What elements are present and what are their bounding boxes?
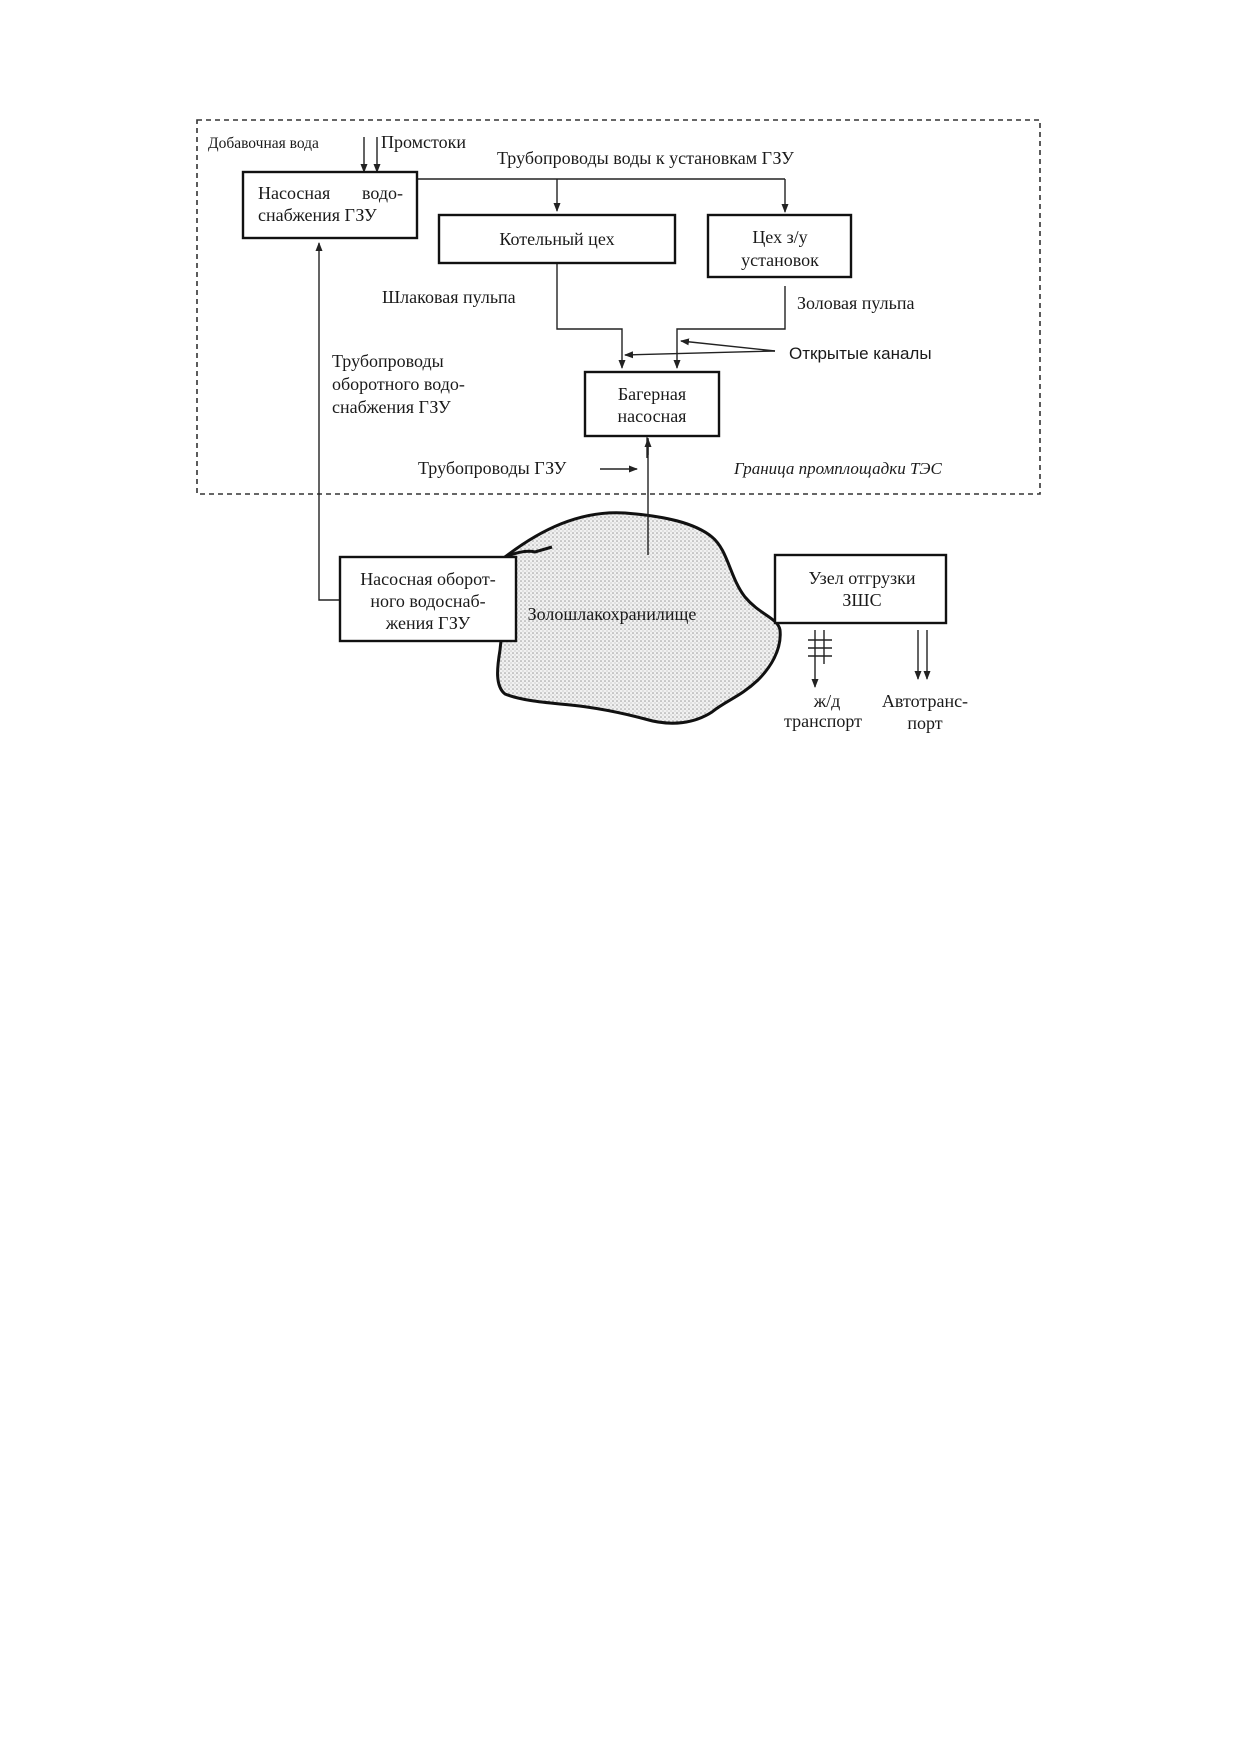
makeup-water-label: Добавочная вода bbox=[208, 135, 319, 152]
slurry-pump-text-2: насосная bbox=[618, 406, 687, 426]
pump-supply-box bbox=[241, 170, 419, 240]
ash-pulp-line bbox=[673, 286, 786, 369]
road-label-1: Автотранс- bbox=[882, 691, 968, 711]
pump-supply-text-1: Насосная bbox=[258, 183, 330, 203]
return-pipes-text-2: оборотного водо- bbox=[332, 374, 465, 394]
slurry-pump-text-1: Багерная bbox=[618, 384, 686, 404]
slurry-pump-box bbox=[583, 370, 721, 438]
pump-supply-text-2: снабжения ГЗУ bbox=[258, 205, 377, 225]
boiler-shop-text: Котельный цех bbox=[499, 229, 614, 249]
ash-pulp-label: Золовая пульпа bbox=[797, 293, 914, 313]
return-pipes-text-1: Трубопроводы bbox=[332, 351, 444, 371]
return-pump-text-3: жения ГЗУ bbox=[385, 613, 471, 633]
water-pipes-label: Трубопроводы воды к установкам ГЗУ bbox=[497, 148, 794, 168]
slag-pulp-line bbox=[556, 263, 626, 369]
open-channel-arrow-1 bbox=[624, 350, 776, 359]
return-pipes-text-3: снабжения ГЗУ bbox=[332, 397, 451, 417]
loading-text-1: Узел отгрузки bbox=[808, 568, 915, 588]
return-pump-text-1: Насосная оборот- bbox=[360, 569, 496, 589]
loading-box bbox=[773, 553, 948, 625]
drains-label: Промстоки bbox=[381, 132, 466, 152]
open-channels-label: Открытые каналы bbox=[789, 344, 932, 363]
boiler-shop-box bbox=[437, 213, 677, 265]
rail-label-1: ж/д bbox=[813, 691, 841, 711]
storage-area bbox=[496, 511, 782, 725]
storage-label: Золошлакохранилище bbox=[528, 604, 697, 624]
ash-shop-text-1: Цех з/у bbox=[752, 227, 807, 247]
ash-shop-text-2: установок bbox=[741, 250, 819, 270]
ash-shop-box bbox=[706, 213, 853, 279]
pump-supply-text-1b: водо- bbox=[362, 183, 403, 203]
return-pump-text-2: ного водоснаб- bbox=[370, 591, 485, 611]
return-pump-box bbox=[338, 555, 518, 643]
road-label-2: порт bbox=[907, 713, 942, 733]
return-water-line bbox=[315, 242, 340, 601]
boundary-label: Граница промплощадки ТЭС bbox=[733, 459, 943, 478]
rail-label-2-visible: транспорт bbox=[784, 711, 862, 731]
open-channel-arrow-2 bbox=[680, 338, 776, 352]
loading-text-2: ЗШС bbox=[842, 590, 881, 610]
slag-pulp-label: Шлаковая пульпа bbox=[382, 287, 516, 307]
gzu-pipes-label: Трубопроводы ГЗУ bbox=[418, 458, 567, 478]
plant-boundary bbox=[196, 119, 1041, 495]
